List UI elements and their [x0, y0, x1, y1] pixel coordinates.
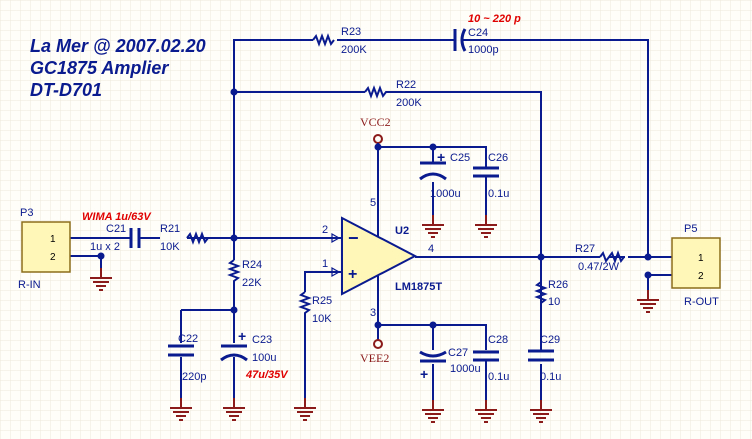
- p3-pin2-label: 2: [50, 252, 56, 263]
- vcc-label: VCC2: [360, 115, 391, 129]
- p5-ref: P5: [684, 223, 697, 235]
- c27-value: 1000u: [450, 363, 481, 375]
- r25-ref: R25: [312, 295, 332, 307]
- p3-name: R-IN: [18, 279, 41, 291]
- capacitor-c29[interactable]: [528, 349, 554, 362]
- vcc-port: [373, 134, 383, 147]
- c29-ref: C29: [540, 334, 560, 346]
- c28-ref: C28: [488, 334, 508, 346]
- resistor-r26[interactable]: [534, 281, 548, 304]
- capacitor-c21[interactable]: [129, 228, 141, 248]
- r22-ref: R22: [396, 79, 416, 91]
- r24-value: 22K: [242, 277, 262, 289]
- r26-value: 10: [548, 296, 560, 308]
- c26-value: 0.1u: [488, 188, 509, 200]
- capacitor-c22[interactable]: [168, 344, 194, 357]
- opamp-u2[interactable]: − +: [320, 216, 418, 296]
- r21-value: 10K: [160, 241, 180, 253]
- c21-value: 1u x 2: [90, 241, 120, 253]
- wire-vcc: [377, 146, 487, 223]
- r27-ref: R27: [575, 243, 595, 255]
- u2-ref: U2: [395, 225, 409, 237]
- title-line-3: DT-D701: [30, 80, 102, 100]
- title-line-2: GC1875 Amplier: [30, 58, 169, 78]
- r26-ref: R26: [548, 279, 568, 291]
- wire-r24: [180, 238, 235, 343]
- connector-p5[interactable]: 1 2: [671, 237, 721, 289]
- junction-dots: [97, 88, 652, 329]
- c26-ref: C26: [488, 152, 508, 164]
- c23-value: 100u: [252, 352, 276, 364]
- c24-note: 10 ~ 220 p: [468, 13, 521, 25]
- pin-in-minus: 2: [322, 224, 328, 236]
- connector-p3[interactable]: 1 2: [21, 221, 71, 273]
- resistor-r24[interactable]: [227, 259, 241, 286]
- c29-value: 0.1u: [540, 371, 561, 383]
- vee-port: [373, 339, 383, 349]
- capacitor-c24[interactable]: [453, 28, 467, 52]
- c23-ref: C23: [252, 334, 272, 346]
- c25-ref: C25: [450, 152, 470, 164]
- svg-text:+: +: [420, 366, 428, 382]
- pin-vcc: 5: [370, 197, 376, 209]
- resistor-r22[interactable]: [364, 85, 390, 99]
- capacitor-c27[interactable]: +: [419, 350, 447, 382]
- p3-pin1-label: 1: [50, 234, 56, 245]
- p5-pin2-label: 2: [698, 271, 704, 282]
- svg-text:+: +: [437, 149, 445, 165]
- svg-text:+: +: [348, 266, 357, 283]
- resistor-r27[interactable]: [599, 250, 625, 264]
- r23-ref: R23: [341, 26, 361, 38]
- p5-pin1-label: 1: [698, 253, 704, 264]
- c23-note: 47u/35V: [245, 369, 289, 381]
- r22-value: 200K: [396, 97, 422, 109]
- resistor-r23[interactable]: [312, 33, 335, 47]
- wire-c22-c23-bottom: [180, 357, 235, 398]
- capacitor-c28[interactable]: [473, 350, 499, 362]
- r25-value: 10K: [312, 313, 332, 325]
- pin-out: 4: [428, 243, 434, 255]
- resistor-r21[interactable]: [186, 231, 209, 245]
- svg-text:−: −: [348, 228, 359, 248]
- svg-text:+: +: [238, 328, 246, 344]
- pin-vee: 3: [370, 307, 376, 319]
- r21-ref: R21: [160, 223, 180, 235]
- title-line-1: La Mer @ 2007.02.20: [30, 36, 206, 56]
- c25-value: 1000u: [430, 188, 461, 200]
- wire-vee: [377, 292, 487, 400]
- r27-value: 0.47/2W: [578, 261, 620, 273]
- c24-value: 1000p: [468, 44, 499, 56]
- u2-part: LM1875T: [395, 281, 442, 293]
- c27-ref: C27: [448, 347, 468, 359]
- resistor-r25[interactable]: [298, 291, 312, 322]
- c21-ref: C21: [106, 223, 126, 235]
- c24-ref: C24: [468, 27, 488, 39]
- r23-value: 200K: [341, 44, 367, 56]
- pin-in-plus: 1: [322, 258, 328, 270]
- c22-ref: C22: [178, 333, 198, 345]
- p5-name: R-OUT: [684, 296, 719, 308]
- vee-label: VEE2: [360, 351, 389, 365]
- capacitor-c23[interactable]: +: [220, 328, 248, 362]
- c22-value: 220p: [182, 371, 206, 383]
- wire-noninverting: [304, 271, 320, 398]
- capacitor-c26[interactable]: [473, 166, 499, 178]
- c21-note: WIMA 1u/63V: [82, 211, 152, 223]
- c28-value: 0.1u: [488, 371, 509, 383]
- r24-ref: R24: [242, 259, 262, 271]
- wire-feedback-outer: [233, 39, 649, 257]
- p3-ref: P3: [20, 207, 33, 219]
- capacitor-c25[interactable]: +: [419, 149, 447, 181]
